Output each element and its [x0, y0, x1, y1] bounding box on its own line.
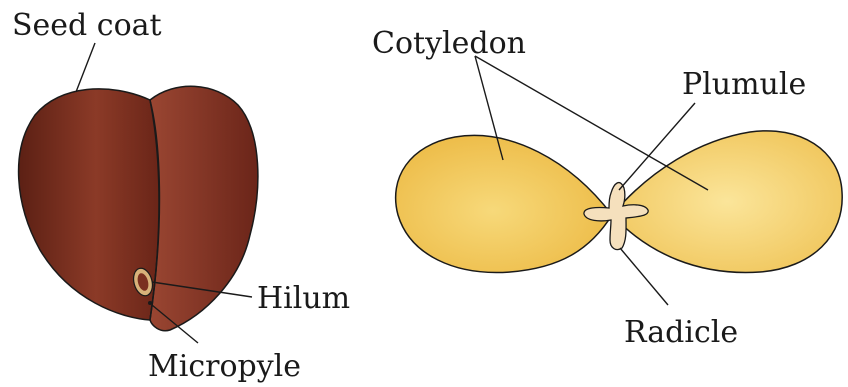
cotyledon-label: Cotyledon — [372, 26, 526, 61]
seed-coat-right-lobe — [150, 86, 258, 330]
cotyledon-left — [396, 135, 612, 272]
hilum-label: Hilum — [257, 281, 350, 316]
seed-coat-leader — [76, 43, 95, 92]
radicle-label: Radicle — [624, 315, 738, 350]
micropyle-mark — [148, 301, 152, 305]
opened-seed — [396, 131, 843, 273]
seed-coat-label: Seed coat — [12, 8, 162, 43]
radicle-leader — [620, 248, 668, 305]
whole-seed — [19, 86, 258, 330]
cotyledon-right — [612, 131, 842, 273]
micropyle-label: Micropyle — [148, 349, 301, 384]
plumule-label: Plumule — [682, 67, 806, 102]
